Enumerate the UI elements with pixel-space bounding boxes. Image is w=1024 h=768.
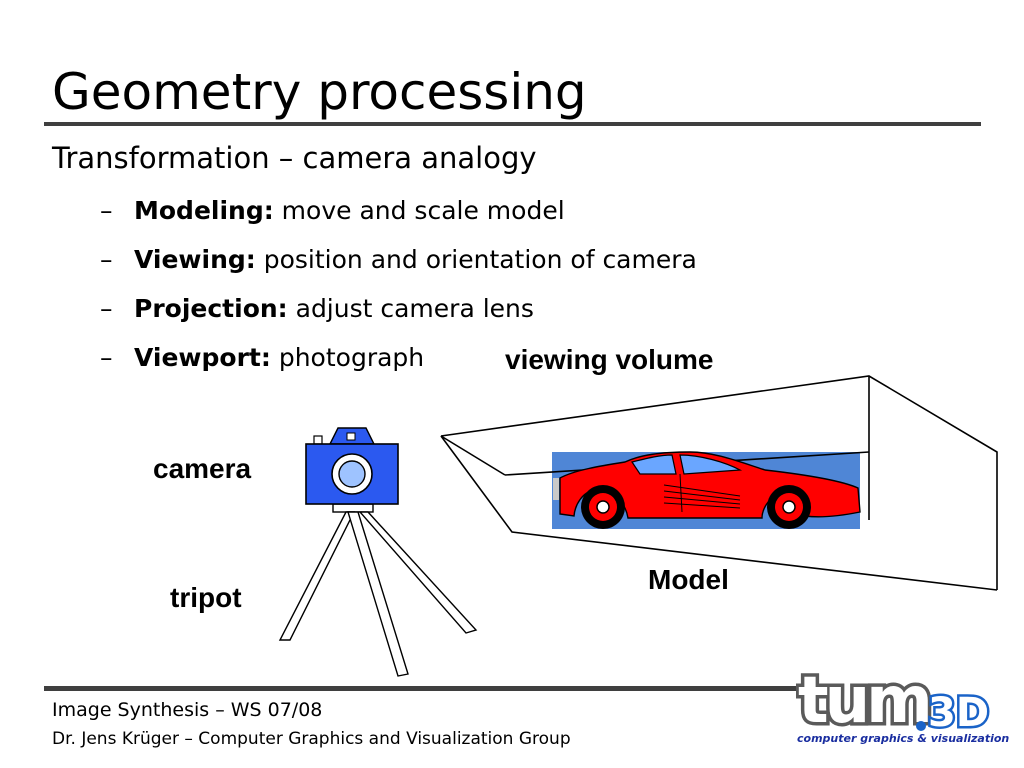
- svg-text:tum: tum: [798, 664, 929, 738]
- footer-author: Dr. Jens Krüger – Computer Graphics and …: [52, 729, 571, 749]
- bullet-text: position and orientation of camera: [255, 245, 697, 274]
- tripod-label: tripot: [170, 582, 242, 613]
- svg-text:3D: 3D: [928, 690, 989, 736]
- bullet-term: Modeling:: [134, 196, 274, 225]
- bullet-item: –Viewing: position and orientation of ca…: [100, 241, 697, 290]
- bullet-text: photograph: [270, 343, 425, 372]
- bullet-dash: –: [100, 294, 113, 323]
- logo-tagline: computer graphics & visualization: [797, 732, 1010, 745]
- svg-text:3D: 3D: [928, 690, 989, 736]
- bullet-dash: –: [100, 196, 113, 225]
- slide-heading: Transformation – camera analogy: [52, 141, 537, 175]
- camera-label: camera: [153, 453, 252, 484]
- slide-title: Geometry processing: [52, 63, 587, 121]
- viewing-volume-label: viewing volume: [505, 344, 714, 375]
- bullet-term: Viewing:: [134, 245, 256, 274]
- bullet-dash: –: [100, 343, 113, 372]
- bullet-text: adjust camera lens: [287, 294, 534, 323]
- bullet-item: –Projection: adjust camera lens: [100, 290, 697, 339]
- footer-course: Image Synthesis – WS 07/08: [52, 699, 323, 721]
- bullet-item: –Modeling: move and scale model: [100, 192, 697, 241]
- bullet-text: move and scale model: [273, 196, 565, 225]
- title-divider: [44, 122, 981, 126]
- bullet-list: –Modeling: move and scale model –Viewing…: [100, 192, 697, 388]
- car-model-image: [504, 451, 870, 529]
- bullet-term: Projection:: [134, 294, 288, 323]
- svg-text:tum: tum: [798, 664, 929, 738]
- bullet-term: Viewport:: [134, 343, 271, 372]
- bullet-dash: –: [100, 245, 113, 274]
- camera-icon: [305, 427, 399, 505]
- bullet-item: –Viewport: photograph: [100, 339, 697, 388]
- model-label: Model: [648, 564, 729, 595]
- tum3d-logo: tum tum 3D 3D: [796, 661, 992, 739]
- viewing-volume-frustum: [440, 375, 998, 591]
- footer-divider: [44, 686, 820, 691]
- tripod-icon: [278, 503, 478, 677]
